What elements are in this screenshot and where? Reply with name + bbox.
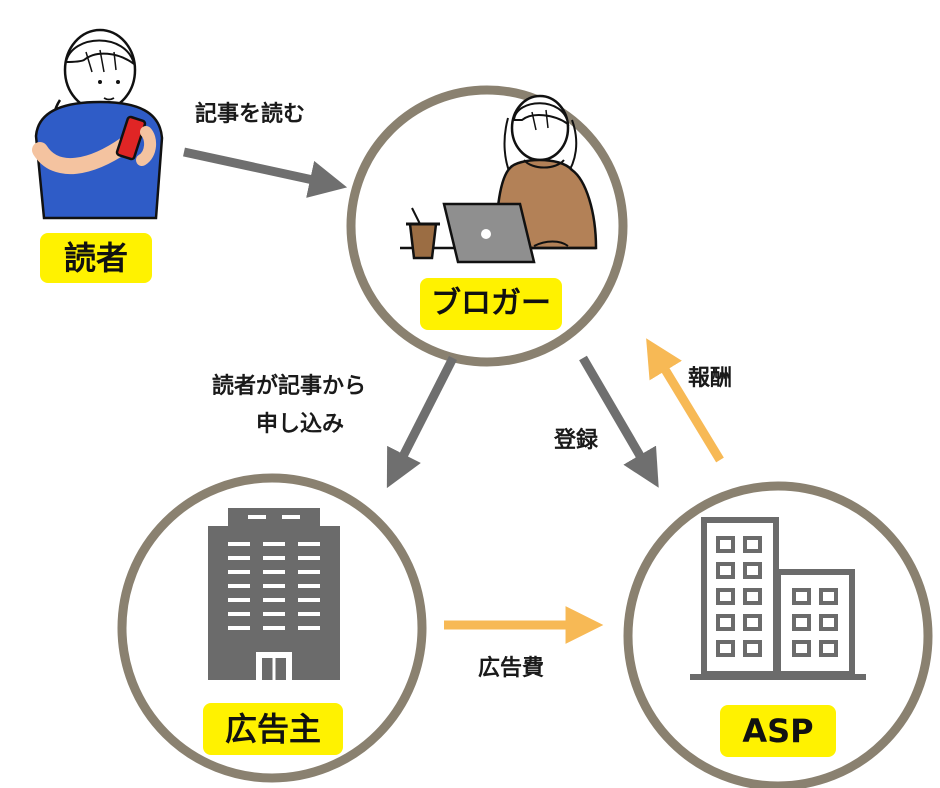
edge-label-reward: 報酬 — [688, 366, 733, 391]
asp-label: ASP — [720, 705, 836, 757]
edge-label-apply-line1: 読者が記事から — [212, 374, 367, 399]
edge-label-register: 登録 — [554, 428, 599, 453]
office-buildings-icon — [690, 517, 866, 680]
advertiser-label: 広告主 — [203, 703, 343, 755]
blogger-label: ブロガー — [420, 278, 562, 330]
arrow-blogger-to-asp — [579, 355, 659, 488]
edge-label-read-article: 記事を読む — [195, 102, 306, 127]
blogger-with-laptop-icon — [400, 94, 598, 264]
edge-label-ad-fee: 広告費 — [478, 656, 545, 681]
edge-label-apply-line2: 申し込み — [256, 412, 345, 437]
arrow-reader-to-blogger — [183, 147, 348, 198]
office-tower-icon — [208, 508, 340, 680]
arrow-asp-to-blogger — [646, 338, 724, 463]
reader-label: 読者 — [40, 233, 152, 283]
arrow-blogger-to-advertiser — [386, 355, 458, 489]
person-reading-phone-icon — [32, 28, 164, 220]
